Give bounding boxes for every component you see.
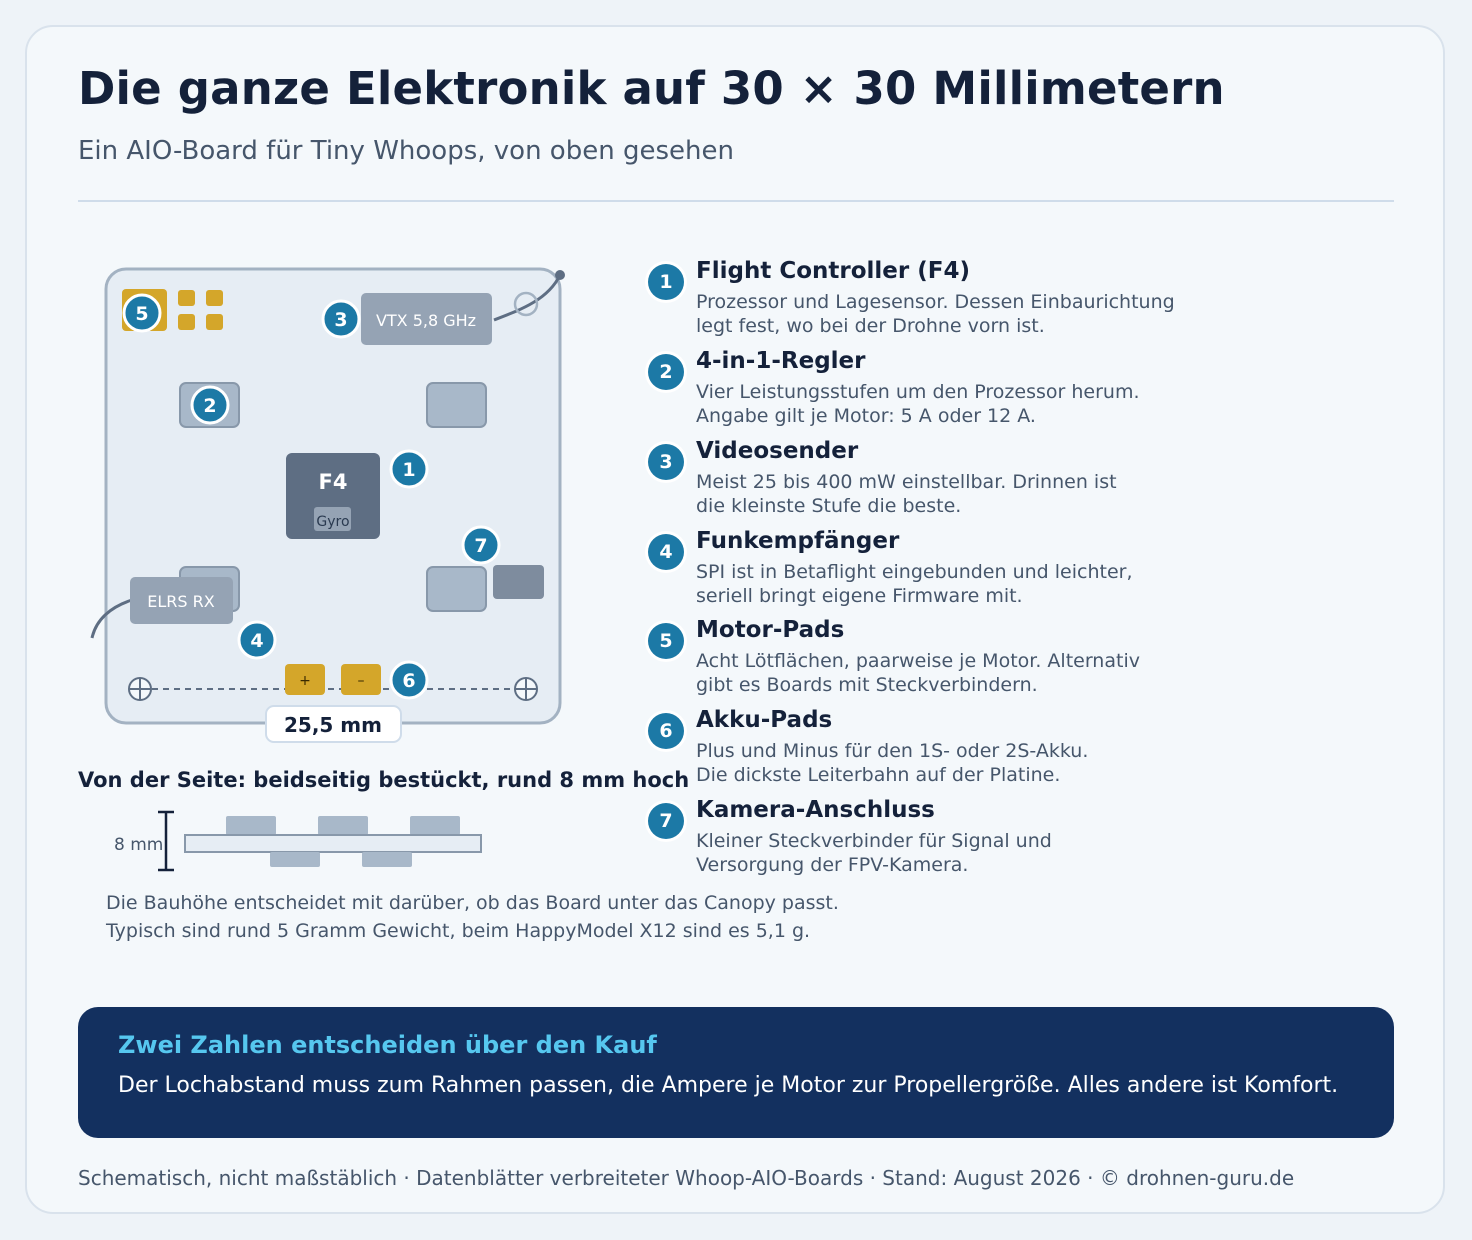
page-subtitle: Ein AIO-Board für Tiny Whoops, von oben … [78,136,734,166]
side-component-bottom [362,852,412,867]
marker-1: 1 [389,449,429,489]
legend-desc: Kleiner Steckverbinder für Signal und Ve… [696,830,1052,876]
legend-title: Flight Controller (F4) [696,258,970,284]
motor-pad [178,290,195,306]
f4-label: F4 [319,470,348,494]
side-pcb [184,834,482,853]
legend-desc: Acht Lötflächen, paarweise je Motor. Alt… [696,650,1140,696]
legend-badge: 1 [648,264,684,300]
battery-pad-plus [285,664,325,695]
mount-hole-top-right [513,291,539,317]
footer-note: Schematisch, nicht maßstäblich · Datenbl… [78,1166,1295,1190]
dimension-badge [265,705,402,743]
side-component-top [226,816,276,835]
svg-text:4: 4 [250,630,263,652]
legend-badge: 2 [648,354,684,390]
svg-text:6: 6 [402,670,415,692]
camera-connector [493,565,544,599]
legend-title: Funkempfänger [696,528,900,554]
height-label: 8 mm [114,835,163,855]
dimension-label: 25,5 mm [284,713,382,737]
motor-pad [178,314,195,330]
board-diagram: VTX 5,8 GHz F4 Gyro ELRS RX + – 25,5 mm … [90,267,565,872]
side-view-title: Von der Seite: beidseitig bestückt, rund… [78,768,690,792]
gyro-chip [314,507,351,531]
legend-title: 4-in-1-Regler [696,348,866,374]
legend-title: Motor-Pads [696,617,845,643]
svg-text:7: 7 [474,535,487,557]
side-view: 8 mm [114,810,482,872]
marker-4: 4 [237,620,277,660]
vtx-module [361,293,492,345]
svg-text:2: 2 [203,395,216,417]
svg-text:3: 3 [334,309,347,331]
svg-text:1: 1 [402,459,415,481]
legend-desc: SPI ist in Betaflight eingebunden und le… [696,561,1133,607]
legend-desc: Vier Leistungsstufen um den Prozessor he… [696,381,1140,427]
legend-badge: 6 [648,713,684,749]
motor-pad [206,290,223,306]
antenna-tip [555,270,565,280]
marker-6: 6 [389,660,429,700]
rx-antenna [90,598,133,639]
side-component-top [318,816,368,835]
marker-3: 3 [321,299,361,339]
side-view-note-line2: Typisch sind rund 5 Gramm Gewicht, beim … [106,920,811,942]
callout-box: Zwei Zahlen entscheiden über den Kauf De… [78,1007,1394,1138]
divider [78,200,1394,202]
callout-title: Zwei Zahlen entscheiden über den Kauf [118,1031,657,1059]
legend-title: Kamera-Anschluss [696,797,935,823]
side-view-note-line1: Die Bauhöhe entscheidet mit darüber, ob … [106,892,839,914]
marker-2: 2 [190,385,230,425]
legend-title: Akku-Pads [696,707,833,733]
gyro-label: Gyro [316,514,349,530]
legend-badge: 3 [648,444,684,480]
elrs-label: ELRS RX [147,592,215,611]
marker-7: 7 [461,525,501,565]
esc-fet-bottom-right [426,566,487,612]
side-component-top [410,816,460,835]
motor-pad [206,314,223,330]
vtx-antenna [493,274,562,322]
f4-chip [286,453,380,539]
legend-badge: 4 [648,534,684,570]
legend-desc: Meist 25 bis 400 mW einstellbar. Drinnen… [696,471,1117,517]
svg-text:5: 5 [135,303,148,325]
plus-label: + [299,673,311,689]
legend-desc: Prozessor und Lagesensor. Dessen Einbaur… [696,291,1175,337]
legend-title: Videosender [696,438,859,464]
callout-text: Der Lochabstand muss zum Rahmen passen, … [118,1073,1339,1098]
marker-5: 5 [122,293,162,333]
elrs-module [130,577,233,624]
battery-pad-minus [341,664,381,695]
legend-badge: 7 [648,803,684,839]
side-component-bottom [270,852,320,867]
legend-badge: 5 [648,623,684,659]
minus-label: – [358,673,365,689]
legend-desc: Plus und Minus für den 1S- oder 2S-Akku.… [696,740,1089,786]
page-title: Die ganze Elektronik auf 30 × 30 Millime… [78,62,1225,115]
esc-fet-top-right [426,382,487,428]
vtx-label: VTX 5,8 GHz [376,311,476,330]
